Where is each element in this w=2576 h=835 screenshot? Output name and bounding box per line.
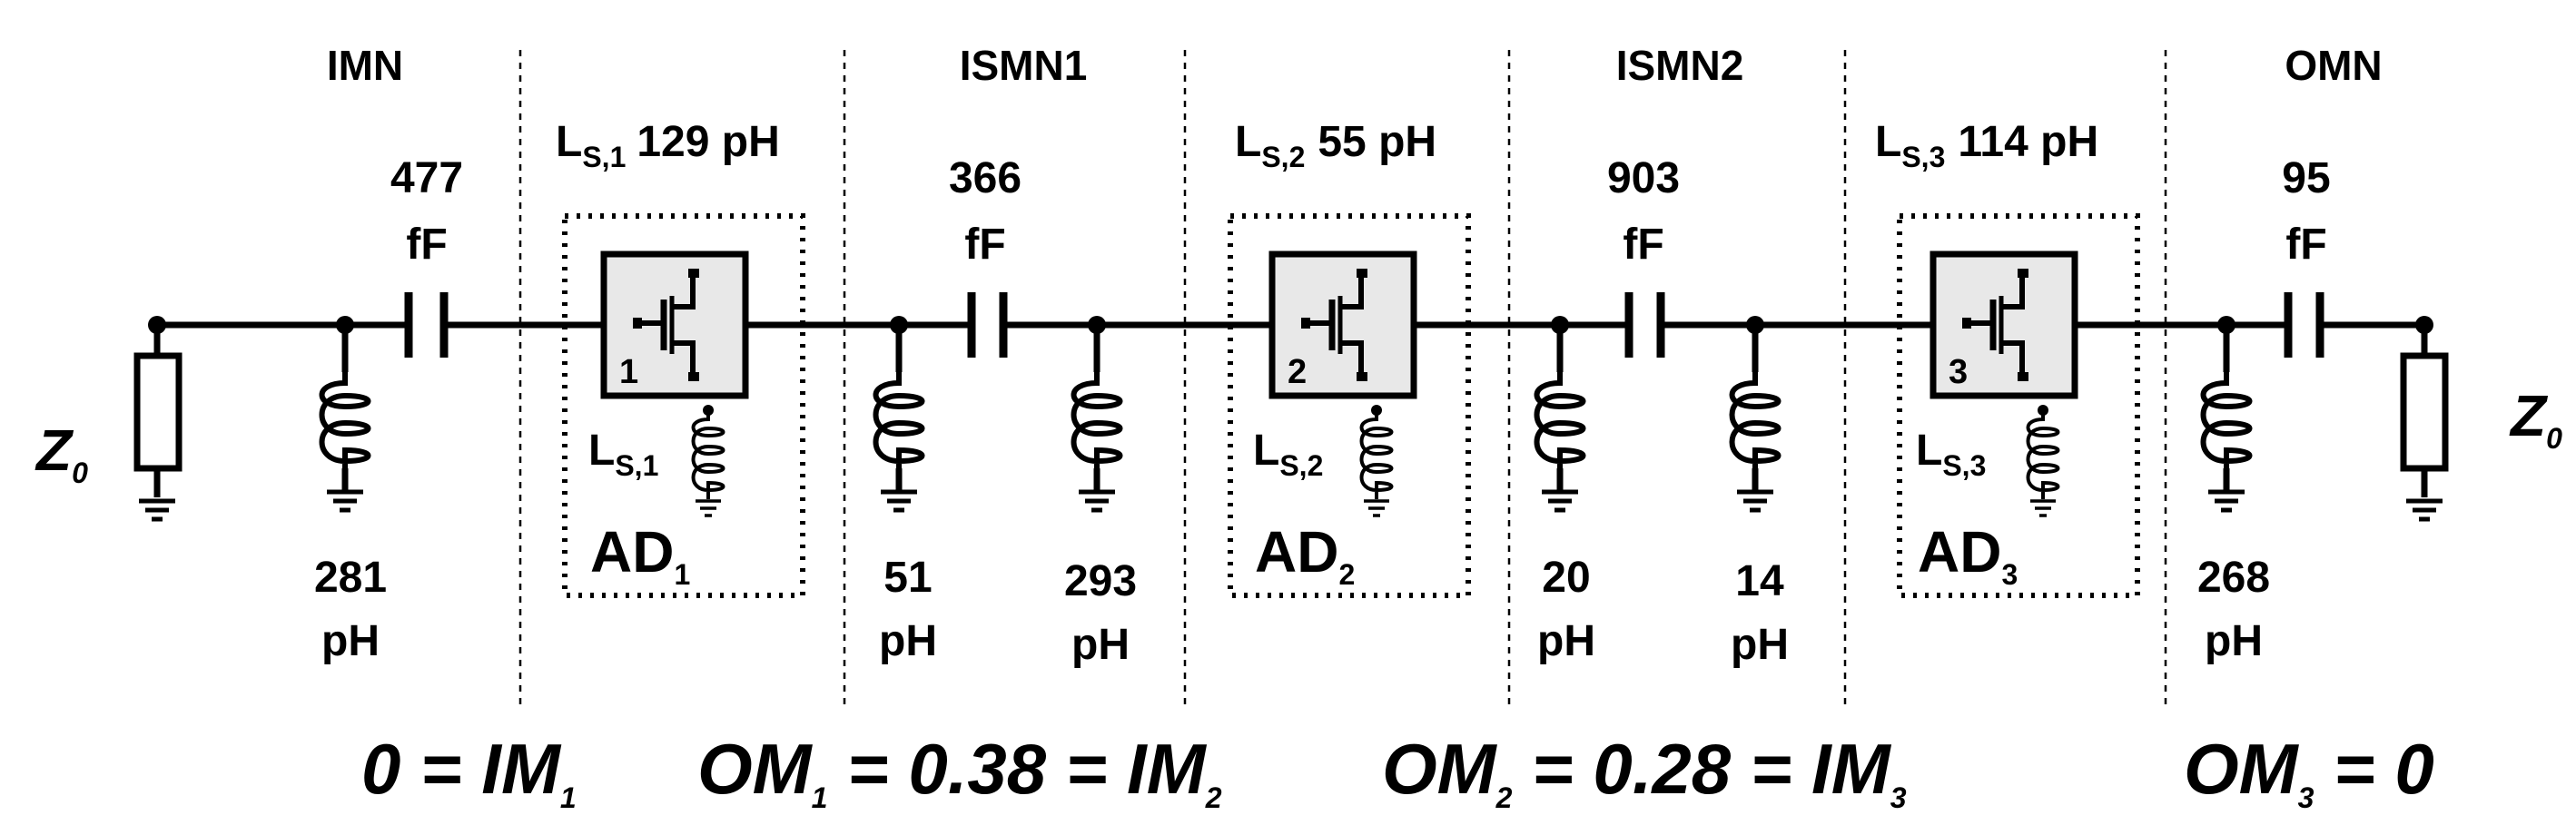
device-name-1: AD1: [590, 519, 690, 591]
section-label-imn: IMN: [327, 42, 403, 89]
equation-3: OM2 = 0.28 = IM3: [1382, 729, 1907, 814]
equation-1: 0 = IM1: [361, 729, 577, 814]
shunt-inductor-1: [322, 316, 369, 510]
shunt-inductor-6: [2204, 316, 2250, 510]
equation-4: OM3 = 0: [2184, 729, 2434, 814]
shunt-inductor-3: [1074, 316, 1120, 510]
device-source-label-3: LS,3: [1916, 427, 1986, 482]
inductor-unit-3: pH: [1071, 621, 1130, 669]
capacitor-value-4: 95: [2282, 154, 2330, 202]
device-source-label-1: LS,1: [588, 427, 658, 482]
inductor-unit-4: pH: [1537, 617, 1595, 665]
capacitor-value-2: 366: [949, 154, 1022, 202]
series-capacitor-3: [1624, 292, 1665, 358]
shunt-inductor-5: [1732, 316, 1779, 510]
series-capacitor-4: [2284, 292, 2324, 358]
svg-text:LS,255 pH: LS,255 pH: [1235, 118, 1436, 173]
capacitor-unit-2: fF: [964, 221, 1005, 269]
inductor-unit-5: pH: [1731, 621, 1789, 669]
inductor-unit-6: pH: [2205, 617, 2263, 665]
series-capacitor-2: [967, 292, 1008, 358]
active-device-1: 1 LS,1 AD1: [562, 213, 805, 598]
input-port-resistor: [133, 316, 183, 519]
capacitor-unit-3: fF: [1623, 221, 1663, 269]
input-port-label: Z0: [35, 418, 88, 489]
output-port-label: Z0: [2509, 383, 2562, 455]
capacitor-unit-1: fF: [406, 221, 447, 269]
inductor-value-5: 14: [1735, 557, 1784, 605]
active-device-3: 3 LS,3 AD3: [1897, 213, 2140, 598]
inductor-value-1: 281: [314, 554, 387, 602]
shunt-inductor-2: [876, 316, 923, 510]
output-port-resistor: [2400, 316, 2449, 519]
section-dividers: [518, 50, 2167, 708]
device-name-2: AD2: [1255, 519, 1355, 591]
inductor-value-3: 293: [1064, 557, 1137, 605]
inductor-value-2: 51: [883, 554, 932, 602]
inductor-unit-1: pH: [321, 617, 380, 665]
section-label-omn: OMN: [2285, 42, 2382, 89]
device-name-3: AD3: [1918, 519, 2018, 591]
device-source-label-2: LS,2: [1253, 427, 1323, 482]
inductor-value-6: 268: [2197, 554, 2270, 602]
series-capacitor-1: [404, 292, 449, 358]
section-label-ismn2: ISMN2: [1616, 42, 1744, 89]
capacitor-unit-4: fF: [2285, 221, 2326, 269]
inductor-value-4: 20: [1542, 554, 1590, 602]
device-number-3: 3: [1949, 353, 1968, 391]
shunt-inductor-4: [1537, 316, 1584, 510]
capacitor-value-1: 477: [390, 154, 463, 202]
active-device-2: 2 LS,2 AD2: [1228, 213, 1471, 598]
device-number-2: 2: [1288, 353, 1307, 391]
inductor-unit-2: pH: [879, 617, 937, 665]
equation-2: OM1 = 0.38 = IM2: [697, 729, 1222, 814]
capacitor-value-3: 903: [1607, 154, 1680, 202]
device-number-1: 1: [619, 353, 638, 391]
section-label-ismn1: ISMN1: [960, 42, 1088, 89]
